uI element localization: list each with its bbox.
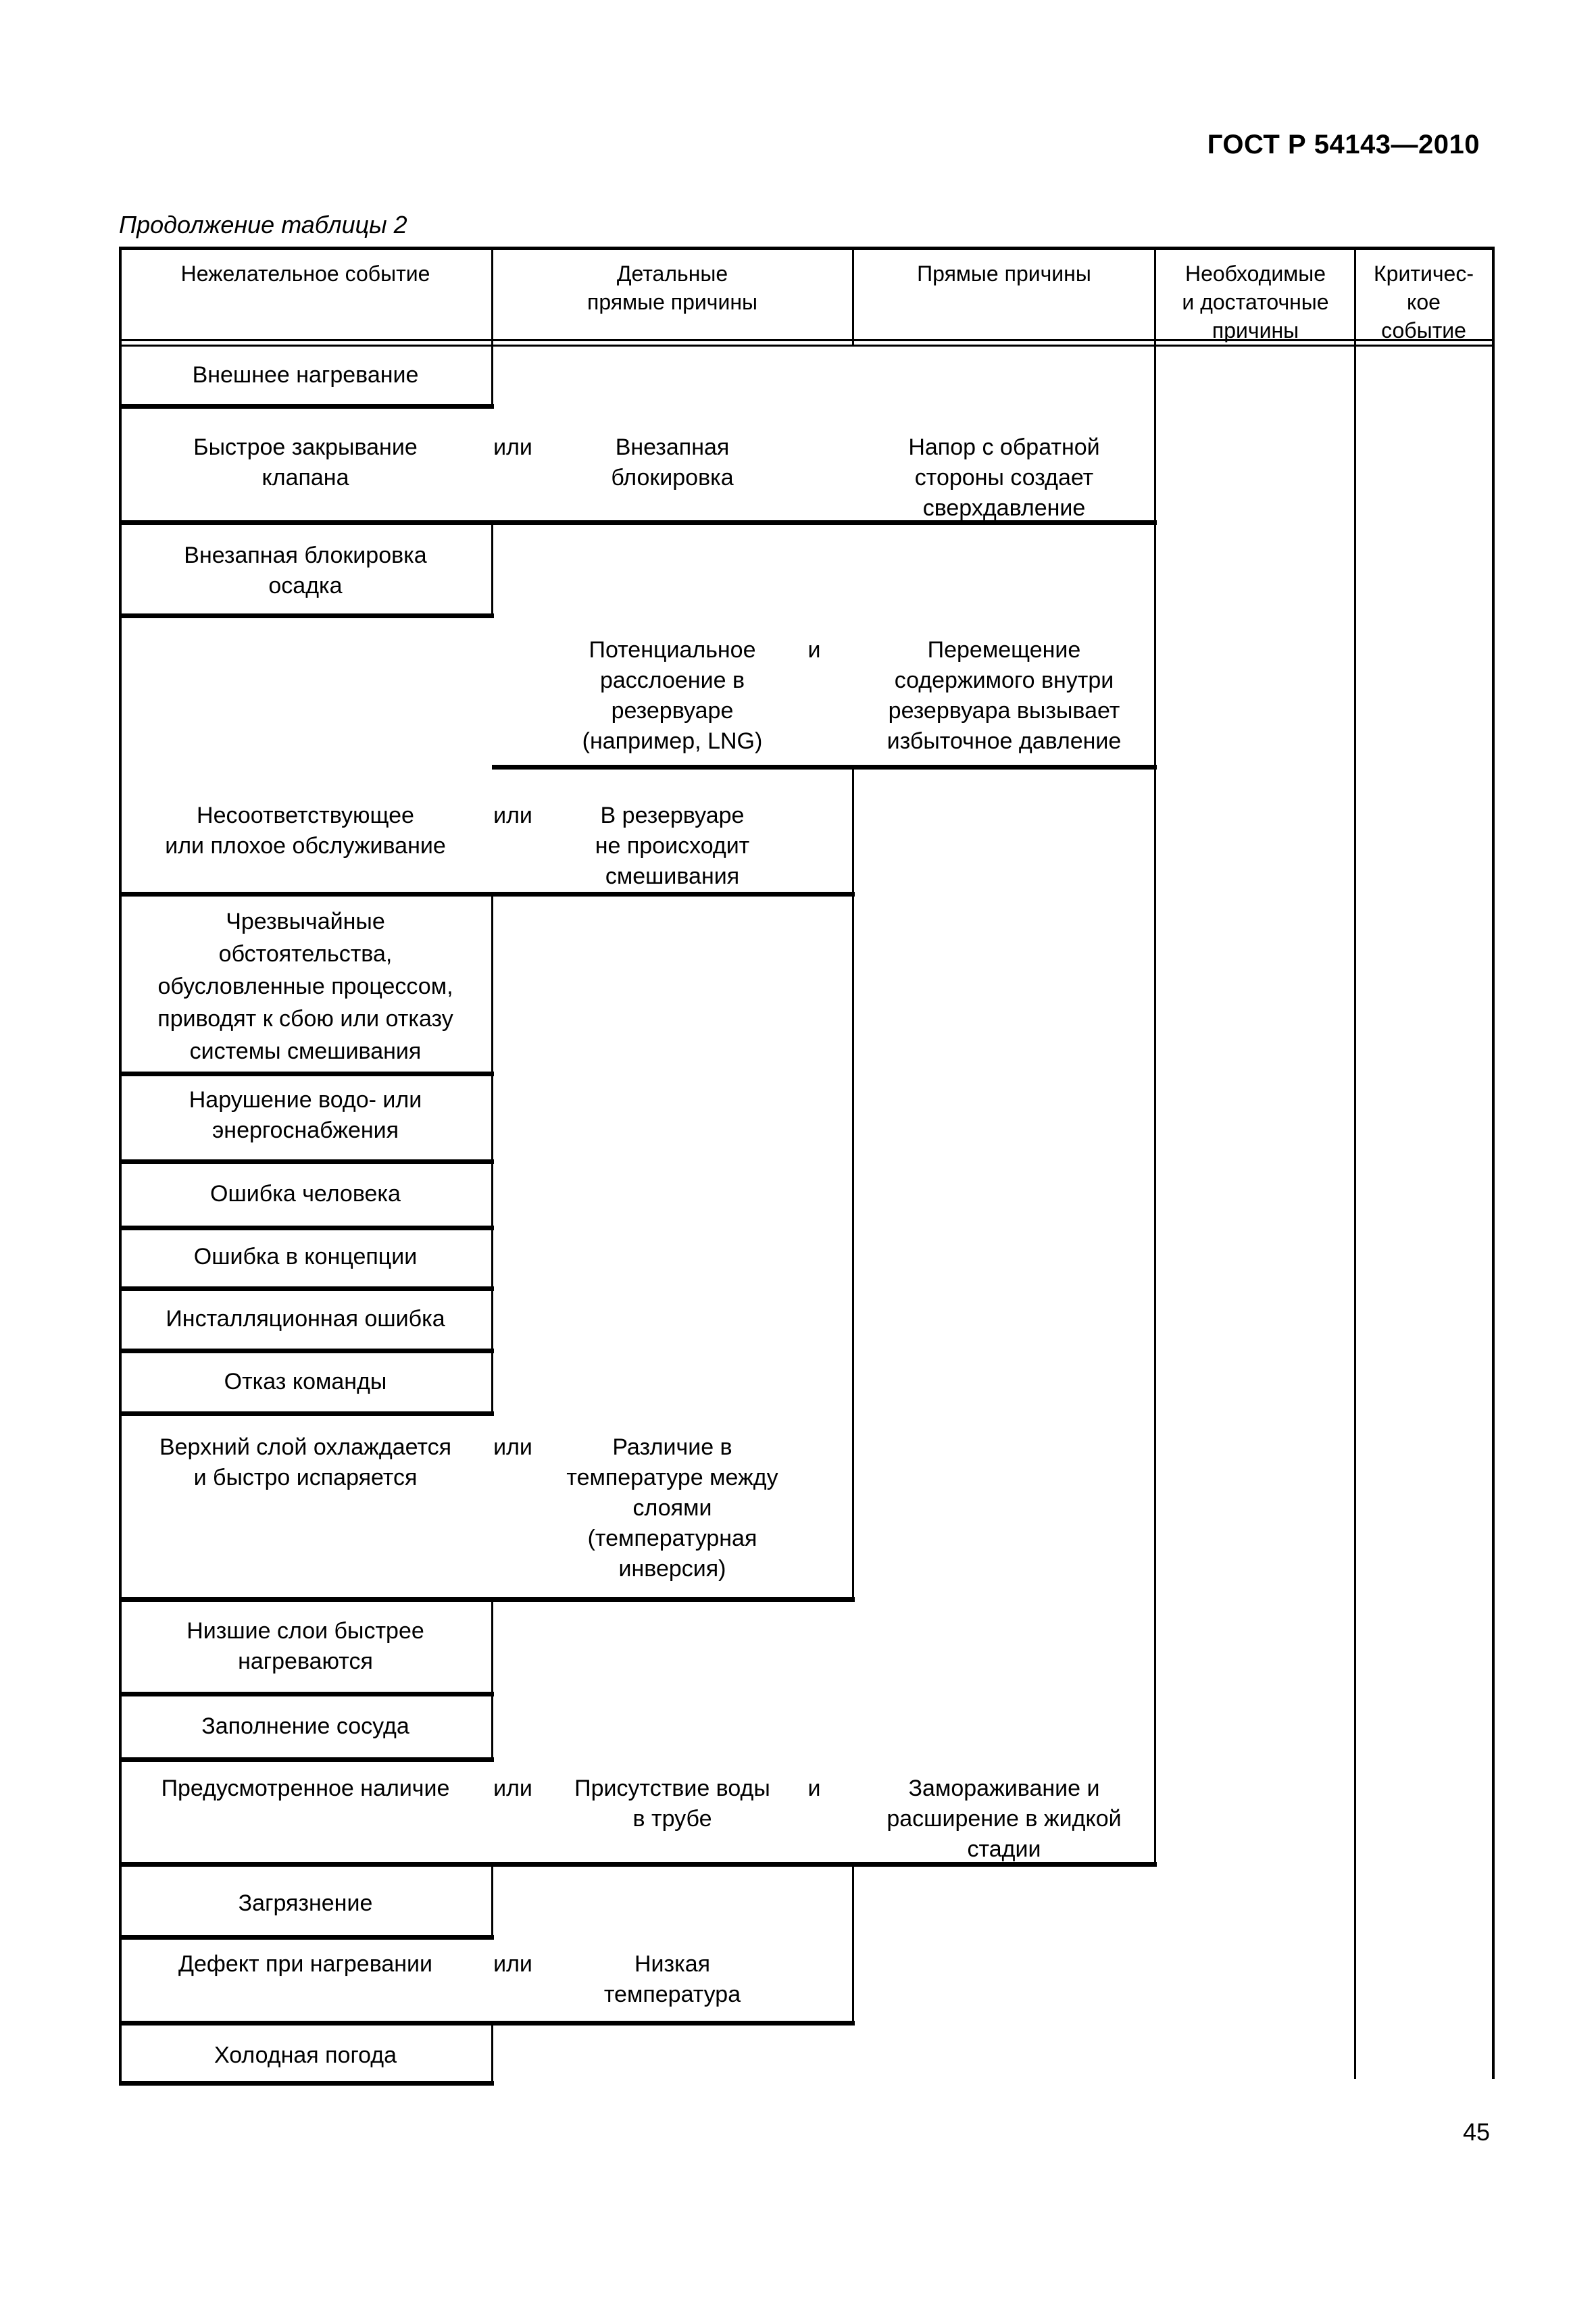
cell-divider-vertical [852,769,854,1602]
box-bottom-line [119,1349,494,1353]
cell-undesirable-event: Внешнее нагревание [192,362,419,388]
box-bottom-line [119,1286,494,1291]
connector-or: или [493,1776,532,1801]
cell-undesirable-event: Предусмотренное наличие [161,1776,450,1801]
box-border [491,520,493,618]
row-bottom-line [119,1597,855,1602]
box-border [491,1226,493,1291]
column-divider-detailed [852,247,854,347]
row-bottom-line [119,2021,855,2026]
cell-detailed-cause: Различие в температуре между слоями (тем… [566,1434,778,1582]
cell-undesirable-event: Верхний слой охлаждается и быстро испаря… [159,1434,452,1490]
header-separator-line-2 [119,345,1495,347]
cell-undesirable-event: Несоответствующее или плохое обслуживани… [165,803,446,859]
box-bottom-line [119,1159,494,1164]
connector-or: или [493,803,532,828]
cell-undesirable-event: Отказ команды [224,1369,387,1394]
cell-undesirable-event: Заполнение сосуда [201,1713,409,1739]
connector-and: и [807,637,821,663]
row-bottom-line [492,765,1157,770]
column-divider-direct-causes [1154,247,1156,1867]
box-bottom-line [119,1757,494,1762]
column-header-critical-event: Критичес- кое событие [1374,261,1474,343]
box-border [491,1286,493,1353]
connector-or: или [493,1951,532,1977]
cell-direct-cause: Перемещение содержимого внутри резервуар… [887,637,1122,754]
column-divider-necessary-causes [1354,247,1356,2079]
box-border [491,1159,493,1230]
cell-undesirable-event: Холодная погода [214,2042,397,2068]
cell-undesirable-event: Внезапная блокировка осадка [184,543,427,599]
column-header-direct-causes: Прямые причины [917,261,1091,286]
box-bottom-line [119,613,494,618]
box-border [491,1862,493,1940]
cell-divider-vertical [852,1862,854,2026]
row-bottom-line [119,892,855,897]
box-border [491,1597,493,1696]
cell-undesirable-event: Дефект при нагревании [178,1951,433,1977]
connector-or: или [493,434,532,460]
table-left-border [119,247,122,2086]
box-bottom-line [119,1072,494,1076]
cell-detailed-cause: В резервуаре не происходит смешивания [595,803,750,889]
cell-detailed-cause: Низкая температура [603,1951,741,2007]
table-right-border [1492,247,1495,2079]
cell-undesirable-event: Ошибка человека [210,1181,401,1207]
page-number: 45 [1462,2118,1490,2146]
cell-direct-cause: Напор с обратной стороны создает сверхда… [908,434,1100,521]
box-bottom-line [119,1226,494,1230]
table-top-border [119,247,1495,250]
cell-detailed-cause: Внезапная блокировка [611,434,734,491]
cell-direct-cause: Замораживание и расширение в жидкой стад… [887,1776,1122,1862]
connector-or: или [493,1434,532,1460]
cell-undesirable-event: Ошибка в концепции [193,1244,418,1269]
column-divider-undesirable [491,247,493,409]
box-border [491,892,493,1076]
column-header-necessary-sufficient-causes: Необходимые и достаточные причины [1182,261,1329,343]
box-bottom-line [119,1935,494,1940]
table-caption: Продолжение таблицы 2 [119,211,407,238]
doc-code: ГОСТ Р 54143—2010 [1207,130,1480,159]
box-bottom-line [119,2081,494,2086]
header-separator-line-1 [119,339,1495,341]
column-header-undesirable-event: Нежелательное событие [180,261,430,286]
box-border [491,2021,493,2086]
box-bottom-line [119,1411,494,1416]
cell-undesirable-event: Инсталляционная ошибка [166,1306,445,1332]
cell-undesirable-event: Загрязнение [238,1890,373,1916]
box-border [491,1692,493,1762]
cell-detailed-cause: Потенциальное расслоение в резервуаре (н… [582,637,763,754]
cell-detailed-cause: Присутствие воды в трубе [574,1776,770,1832]
cell-undesirable-event: Нарушение водо- или энергоснабжения [189,1087,422,1143]
cell-undesirable-event: Чрезвычайные обстоятельства, обусловленн… [157,909,453,1064]
connector-and: и [807,1776,821,1801]
row-bottom-line [119,1862,1157,1867]
row-bottom-line [119,520,1157,525]
cell-undesirable-event: Низшие слои быстрее нагреваются [186,1618,424,1674]
box-bottom-line [119,1692,494,1696]
column-header-detailed-direct-causes: Детальные прямые причины [587,261,757,314]
box-bottom-line [119,404,494,409]
box-border [491,1349,493,1416]
box-border [491,1072,493,1164]
cell-undesirable-event: Быстрое закрывание клапана [193,434,418,491]
